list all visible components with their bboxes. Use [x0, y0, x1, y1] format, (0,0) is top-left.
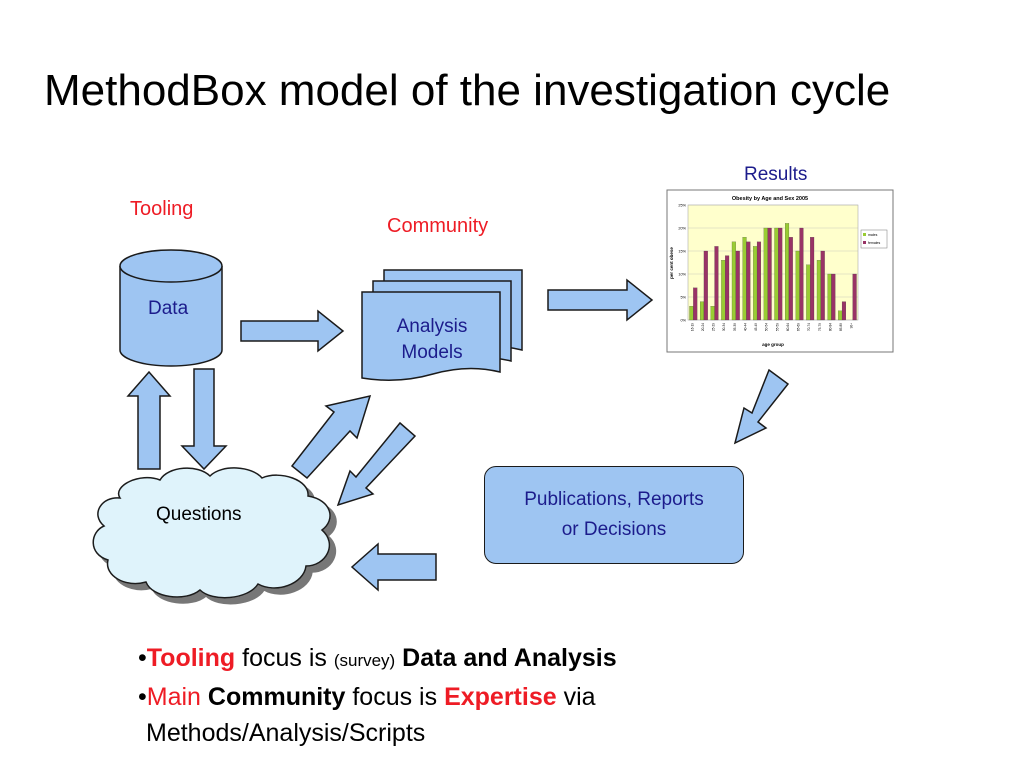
chart-y-tick-label: 10%	[678, 273, 686, 277]
chart-bar-females	[725, 255, 730, 321]
bullet-text: focus is	[235, 644, 334, 672]
community-label: Community	[387, 215, 489, 237]
chart-bar-males	[731, 241, 736, 321]
questions-label: Questions	[156, 504, 242, 525]
bullet-item-tooling: •Tooling focus is (survey) Data and Anal…	[138, 644, 617, 672]
chart-x-tick-label: 45-49	[754, 323, 758, 331]
chart-bar-males	[816, 260, 821, 321]
analysis-models-label: Analysis Models	[362, 314, 502, 366]
chart-y-tick-label: 0%	[681, 319, 687, 323]
chart-bar-males	[689, 306, 694, 321]
analysis-models-documents	[361, 269, 523, 381]
bullet-expertise-word: Expertise	[444, 683, 557, 711]
chart-title: Obesity by Age and Sex 2005	[732, 196, 808, 202]
analysis-label-line2: Models	[401, 342, 463, 363]
bullet-item-community: •Main Community focus is Expertise via	[138, 683, 596, 711]
chart-bar-males	[753, 246, 758, 321]
bullet-item-continuation: Methods/Analysis/Scripts	[146, 719, 426, 747]
chart-bar-males	[742, 237, 747, 321]
publications-line2: or Decisions	[561, 519, 667, 540]
chart-x-tick-label: 80-84	[828, 323, 832, 331]
chart-x-tick-label: 60-64	[786, 323, 790, 331]
chart-x-tick-label: 55-59	[775, 323, 779, 331]
page-title: MethodBox model of the investigation cyc…	[44, 66, 891, 115]
arrow-analysis-to-questions	[336, 421, 417, 507]
chart-bar-females	[714, 246, 719, 321]
chart-x-tick-label: 30-34	[722, 323, 726, 331]
chart-y-tick-label: 25%	[678, 204, 686, 208]
chart-x-tick-label: 90+	[850, 323, 854, 329]
bullet-community-word: Community	[207, 683, 346, 711]
legend-label-females: females	[868, 241, 881, 245]
bullet-data-analysis: Data and Analysis	[395, 644, 617, 672]
chart-x-tick-label: 65-69	[797, 323, 801, 331]
chart-bar-females	[703, 250, 708, 321]
chart-bar-females	[820, 250, 825, 321]
chart-bar-males	[827, 273, 832, 321]
chart-x-tick-label: 50-54	[765, 323, 769, 331]
arrow-questions-to-data	[126, 370, 172, 470]
bullet-tooling-word: Tooling	[146, 644, 236, 672]
bullet-survey-note: (survey)	[333, 651, 396, 670]
chart-x-tick-label: 16-19	[690, 323, 694, 331]
legend-swatch-females	[863, 241, 866, 244]
chart-bar-females	[810, 237, 815, 321]
chart-x-tick-label: 75-79	[818, 323, 822, 331]
chart-bar-females	[778, 227, 783, 321]
chart-x-tick-label: 25-29	[712, 323, 716, 331]
chart-bar-females	[746, 241, 751, 321]
analysis-label-line1: Analysis	[396, 316, 468, 337]
chart-bar-males	[795, 250, 800, 321]
chart-bar-females	[693, 287, 698, 321]
questions-cloud	[92, 467, 331, 599]
legend-swatch-males	[863, 233, 866, 236]
chart-bar-males	[806, 264, 811, 321]
chart-y-tick-label: 20%	[678, 227, 686, 231]
publications-box: Publications, Reports or Decisions	[484, 466, 744, 564]
chart-y-axis-label: per cent obese	[669, 247, 674, 279]
chart-bar-females	[841, 301, 846, 321]
chart-bar-males	[700, 301, 705, 321]
results-chart: Obesity by Age and Sex 2005 16-19 20-24 25…	[666, 189, 894, 353]
chart-bar-males	[721, 260, 726, 321]
legend-label-males: males	[868, 233, 878, 237]
arrow-analysis-to-results	[547, 278, 654, 322]
chart-bar-males	[838, 310, 843, 321]
chart-bar-females	[852, 273, 857, 321]
chart-x-tick-label: 70-74	[807, 323, 811, 331]
arrow-data-to-questions	[180, 368, 228, 471]
tooling-label: Tooling	[130, 198, 194, 220]
results-label: Results	[744, 164, 808, 185]
chart-y-tick-label: 5%	[681, 296, 687, 300]
arrow-data-to-analysis	[240, 309, 345, 353]
publications-line1: Publications, Reports	[524, 489, 704, 510]
chart-x-axis-label: age group	[762, 342, 784, 347]
arrow-results-to-publications	[733, 368, 790, 445]
bullet-text: focus is	[345, 683, 445, 711]
arrow-publications-to-questions	[350, 542, 437, 592]
arrow-questions-to-analysis	[290, 394, 372, 480]
bullet-list: •Tooling focus is (survey) Data and Anal…	[138, 640, 617, 751]
chart-x-tick-label: 35-39	[733, 323, 737, 331]
chart-x-tick-label: 20-24	[701, 323, 705, 331]
chart-bar-males	[785, 223, 790, 321]
chart-bar-males	[763, 227, 768, 321]
chart-bar-females	[799, 227, 804, 321]
data-label: Data	[148, 298, 189, 319]
chart-bar-males	[774, 227, 779, 321]
data-cylinder	[119, 249, 223, 367]
chart-y-tick-label: 15%	[678, 250, 686, 254]
chart-x-tick-label: 40-44	[743, 323, 747, 331]
chart-bar-females	[788, 237, 793, 321]
chart-bar-females	[756, 241, 761, 321]
chart-bar-females	[735, 250, 740, 321]
chart-bar-females	[767, 227, 772, 321]
bullet-text: via	[556, 683, 596, 711]
chart-bar-females	[831, 273, 836, 321]
bullet-main-word: Main	[146, 683, 208, 711]
chart-x-tick-label: 85-89	[839, 323, 843, 331]
chart-legend: males females	[860, 229, 888, 249]
chart-bar-males	[710, 306, 715, 321]
